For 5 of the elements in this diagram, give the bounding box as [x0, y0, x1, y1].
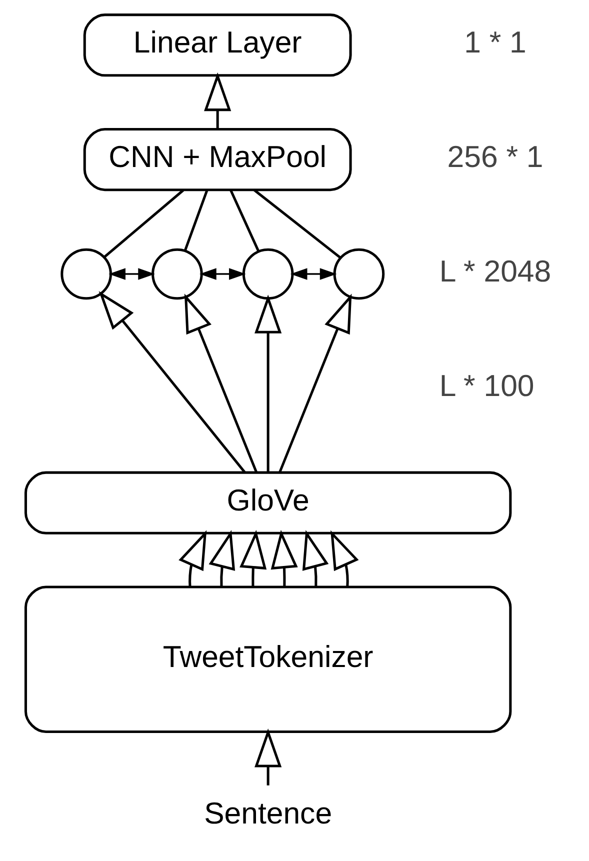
- node-text: Sentence: [204, 797, 332, 830]
- label: 1 * 1: [464, 26, 526, 60]
- label: L * 100: [438, 370, 534, 403]
- label: 256 * 1: [446, 140, 543, 174]
- label: L * 2048: [438, 255, 551, 288]
